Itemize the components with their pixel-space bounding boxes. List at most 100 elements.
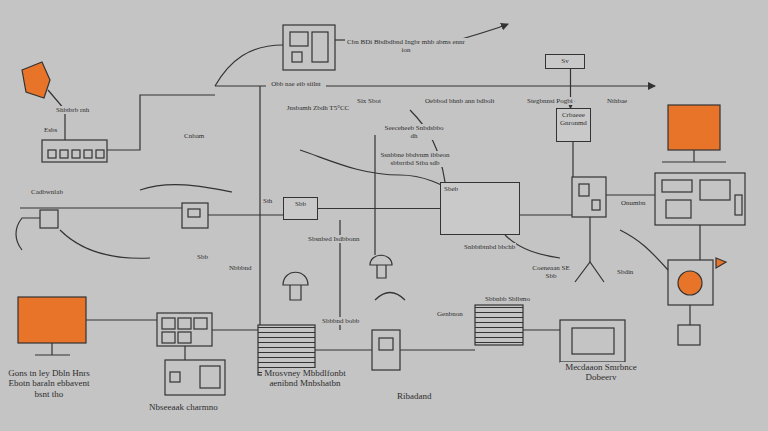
device-sketches bbox=[716, 258, 726, 268]
note-label: Sbb bbox=[196, 253, 209, 261]
device-sketches bbox=[475, 305, 523, 345]
wires bbox=[184, 346, 185, 360]
device-sketches bbox=[188, 209, 200, 217]
box-label: Sv bbox=[549, 57, 581, 65]
device-sketches bbox=[18, 25, 745, 395]
box-label: Sbb bbox=[287, 200, 314, 208]
device-sketches bbox=[40, 210, 58, 228]
note-label: Cadbwnlab bbox=[30, 188, 64, 196]
wires bbox=[212, 329, 258, 330]
note-label: Shbtbrb rnh bbox=[55, 106, 90, 114]
connector-line bbox=[318, 208, 440, 209]
device-sketches bbox=[379, 338, 393, 350]
device-sketches bbox=[592, 200, 600, 210]
device-sketches bbox=[170, 372, 180, 382]
device-sketches bbox=[668, 260, 713, 305]
wires bbox=[410, 110, 445, 182]
wires bbox=[86, 319, 157, 320]
wires bbox=[107, 95, 215, 150]
device-box: CrbaeeeGnronmd bbox=[556, 108, 591, 142]
device-sketches bbox=[72, 150, 80, 158]
note-label: Ssnbbne bbdvnm ibbeon sbbrrtbd Stba sdb bbox=[378, 151, 452, 167]
note-label: Sbsnbed Isdbbonn bbox=[307, 235, 361, 243]
wires bbox=[662, 150, 726, 162]
device-sketches bbox=[662, 180, 692, 192]
note-label: Obb nae eib siilnt bbox=[266, 80, 326, 88]
device-sketches bbox=[182, 203, 208, 228]
note-label: Sbbbnd bobb bbox=[321, 317, 360, 325]
note-label: Sbbnbb Sblbmo bbox=[484, 295, 531, 303]
device-sketches bbox=[678, 271, 702, 295]
device-box: Sbeb bbox=[440, 182, 520, 235]
device-sketches bbox=[96, 150, 104, 158]
device-sketches bbox=[579, 184, 589, 196]
note-label: Jnsbamh Zbdh T5°CC bbox=[284, 104, 352, 112]
box-label: Sbeb bbox=[444, 185, 516, 193]
wires bbox=[35, 343, 70, 355]
device-sketches bbox=[312, 32, 328, 62]
note-label: Snbbtbtnbd bbchb bbox=[463, 243, 516, 251]
note-label: Sbdin bbox=[616, 268, 634, 276]
device-sketches bbox=[60, 150, 68, 158]
device-sketches bbox=[48, 150, 56, 158]
note-label: Cnbam bbox=[183, 132, 205, 140]
wires bbox=[620, 230, 668, 270]
device-sketches bbox=[162, 332, 175, 343]
device-sketches bbox=[292, 52, 302, 62]
wires bbox=[589, 217, 590, 262]
wires bbox=[699, 225, 700, 260]
note-label: Six Sbot bbox=[356, 97, 382, 105]
device-sketches bbox=[290, 32, 308, 46]
wires bbox=[375, 293, 405, 301]
device-box: Sbb bbox=[283, 197, 318, 220]
note-label: Seeceheeb Snbdsbbo dh bbox=[382, 124, 446, 140]
note-label: Ribadand bbox=[396, 391, 433, 401]
wires bbox=[400, 349, 475, 350]
note-label: Mecdaaon Smrbnce Dobeerv bbox=[560, 362, 642, 383]
wires bbox=[140, 185, 232, 192]
device-sketches bbox=[370, 255, 392, 278]
wires bbox=[259, 86, 260, 325]
connectors bbox=[318, 69, 571, 209]
wires bbox=[16, 218, 40, 250]
wires bbox=[572, 142, 573, 177]
device-sketches bbox=[18, 297, 86, 343]
device-sketches bbox=[735, 195, 742, 215]
device-sketches bbox=[165, 360, 225, 395]
note-label: Nbseeaak charmno bbox=[148, 402, 219, 412]
device-sketches bbox=[372, 330, 400, 370]
note-label: Gons tn ley Dbln Hnrs Ebotn baraln ebbav… bbox=[4, 368, 94, 399]
note-label: Cbn BDi Bbdbdbnd Ingbr mhb abms ennr ion bbox=[345, 38, 467, 54]
device-sketches bbox=[283, 272, 308, 300]
wires bbox=[689, 305, 690, 325]
device-sketches bbox=[162, 318, 175, 329]
wires bbox=[523, 329, 560, 330]
device-sketches bbox=[283, 25, 335, 70]
device-sketches bbox=[84, 150, 92, 158]
device-sketches bbox=[157, 313, 212, 346]
wires bbox=[315, 349, 372, 350]
box-label: Gnronmd bbox=[560, 119, 587, 127]
note-label: Esbs bbox=[43, 126, 58, 134]
device-sketches bbox=[178, 318, 191, 329]
device-sketches bbox=[194, 318, 207, 329]
note-label: Oebbod bhnb ann bdbolt bbox=[424, 97, 495, 105]
device-sketches bbox=[572, 177, 606, 217]
box-label: Crbaeee bbox=[560, 111, 587, 119]
note-label: Coeneaan SE Sbb bbox=[528, 264, 574, 280]
device-sketches bbox=[666, 200, 691, 218]
wires bbox=[208, 214, 283, 215]
device-sketches bbox=[572, 328, 614, 354]
wires bbox=[60, 230, 150, 258]
wires bbox=[16, 24, 726, 360]
device-sketches bbox=[668, 105, 720, 150]
wires bbox=[606, 194, 655, 195]
note-label: Onumbn bbox=[620, 199, 647, 207]
wires bbox=[575, 262, 604, 282]
device-sketches bbox=[42, 140, 107, 162]
device-box: Sv bbox=[545, 54, 585, 69]
device-sketches bbox=[22, 62, 50, 98]
device-sketches bbox=[700, 180, 730, 200]
note-label: Nbbbnd bbox=[228, 264, 253, 272]
wires bbox=[374, 135, 375, 255]
